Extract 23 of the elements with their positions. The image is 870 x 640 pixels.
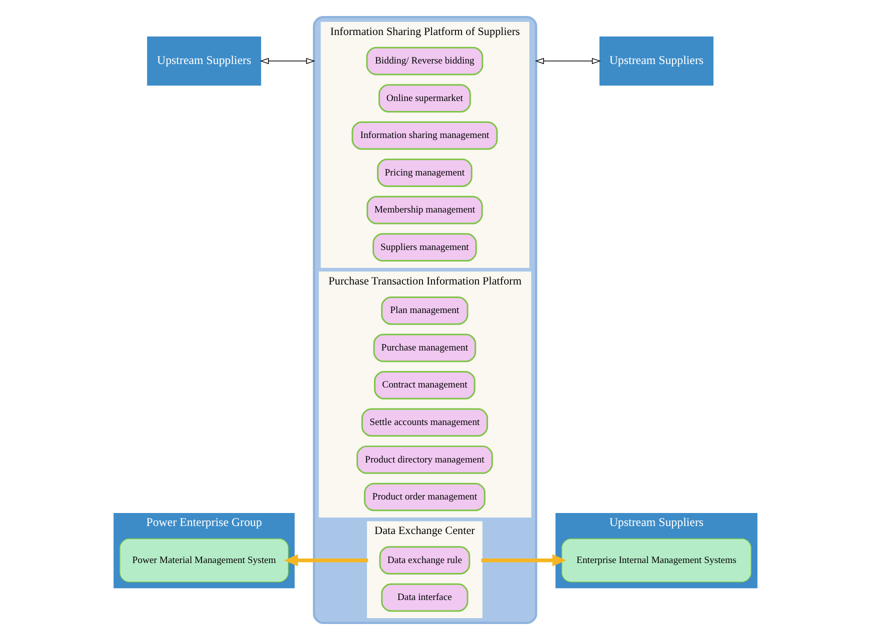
node-box: Suppliers management xyxy=(372,233,476,262)
node-box: Membership management xyxy=(366,196,482,224)
node-box: Information sharing management xyxy=(351,121,498,150)
arrow xyxy=(534,58,600,64)
node-box: Pricing management xyxy=(376,158,472,187)
arrow xyxy=(480,554,566,566)
node-box: Enterprise Internal Management Systems xyxy=(560,538,751,582)
node-box: Data interface xyxy=(380,583,468,612)
node-box: Data exchange rule xyxy=(378,546,470,574)
node-box: Product directory management xyxy=(356,446,492,474)
node-box: Contract management xyxy=(374,371,475,400)
node-box: Power Material Management System xyxy=(119,538,288,582)
node-box: Upstream Suppliers xyxy=(146,36,261,86)
node-box: Upstream Suppliers xyxy=(598,36,713,86)
cluster xyxy=(312,16,537,624)
node-box: Online supermarket xyxy=(378,84,470,112)
node-box: Plan management xyxy=(380,296,468,325)
node-box: Product order management xyxy=(363,482,485,512)
arrow xyxy=(259,58,315,64)
node-box: Purchase management xyxy=(372,334,476,362)
node-box: Bidding/ Reverse bidding xyxy=(366,46,483,76)
node-box: Settle accounts management xyxy=(360,408,488,437)
arrow xyxy=(283,554,368,566)
